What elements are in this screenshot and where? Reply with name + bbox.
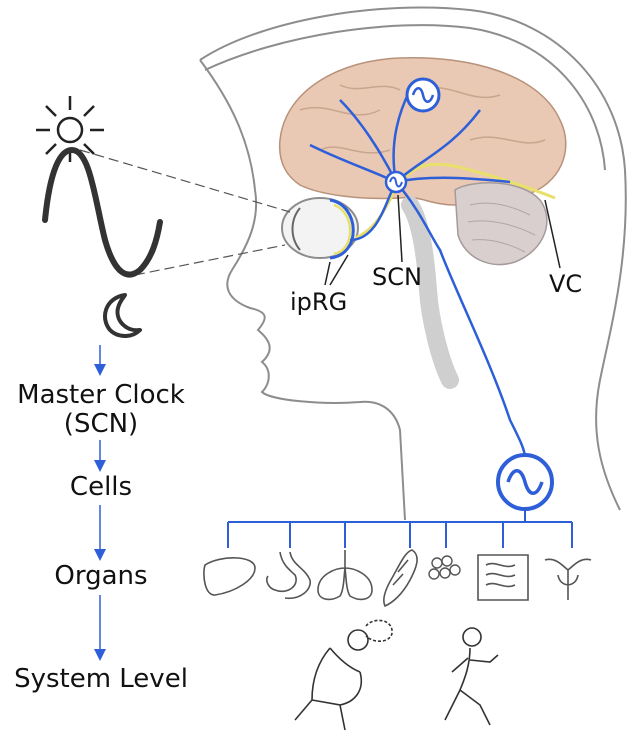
intestine-icon: [478, 555, 528, 600]
muscle-icon: [384, 550, 417, 606]
uterus-icon: [545, 559, 591, 600]
liver-icon: [204, 558, 255, 595]
runner-icon: [445, 628, 498, 725]
brain-oscillator-icon: [407, 79, 439, 111]
moon-icon: [105, 295, 140, 336]
fat-cells-icon: [429, 556, 460, 579]
master-clock-sublabel: (SCN): [0, 409, 202, 439]
thinking-person-icon: [295, 620, 392, 730]
master-clock-label: Master Clock: [0, 380, 202, 410]
scn-oscillator-icon: [386, 172, 406, 192]
lungs-icon: [318, 550, 372, 599]
cells-label: Cells: [0, 472, 202, 502]
stomach-icon: [267, 552, 310, 598]
system-level-label: System Level: [0, 664, 202, 694]
organ-distribution-tree: [228, 509, 572, 548]
eye: [282, 198, 358, 258]
iprg-label: ipRG: [290, 288, 347, 316]
scn-label: SCN: [372, 263, 422, 291]
peripheral-oscillator-icon: [498, 455, 552, 509]
vc-label: VC: [549, 270, 582, 298]
organs-label: Organs: [0, 561, 202, 591]
